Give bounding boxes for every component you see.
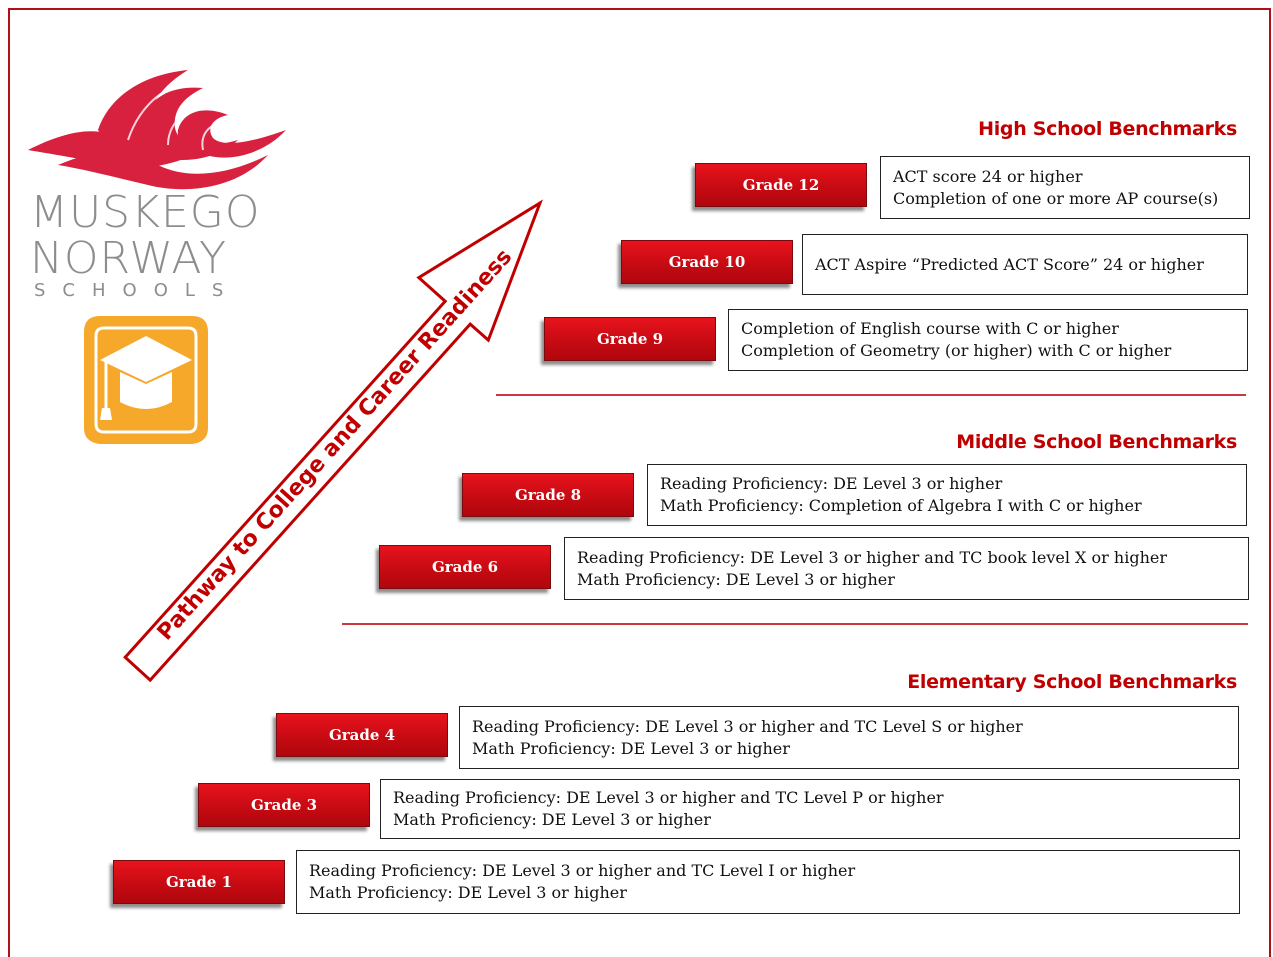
elementary-school-title: Elementary School Benchmarks bbox=[907, 671, 1237, 693]
grade-6-button[interactable]: Grade 6 bbox=[379, 545, 551, 589]
grade-9-benchmark: Completion of English course with C or h… bbox=[728, 309, 1248, 371]
benchmark-line: Reading Proficiency: DE Level 3 or highe… bbox=[309, 861, 856, 880]
grade-4-button[interactable]: Grade 4 bbox=[276, 713, 448, 757]
logo-line-schools: SCHOOLS bbox=[34, 280, 241, 301]
grade-8-benchmark: Reading Proficiency: DE Level 3 or highe… bbox=[647, 464, 1247, 526]
grade-10-button[interactable]: Grade 10 bbox=[621, 240, 793, 284]
grade-10-benchmark: ACT Aspire “Predicted ACT Score” 24 or h… bbox=[802, 234, 1248, 295]
logo-line-norway: NORWAY bbox=[30, 233, 227, 284]
benchmark-line: ACT Aspire “Predicted ACT Score” 24 or h… bbox=[815, 254, 1204, 274]
middle-elementary-divider bbox=[342, 623, 1248, 625]
high-school-title: High School Benchmarks bbox=[978, 118, 1237, 140]
grade-6-benchmark: Reading Proficiency: DE Level 3 or highe… bbox=[564, 537, 1249, 600]
grade-4-benchmark: Reading Proficiency: DE Level 3 or highe… bbox=[459, 706, 1239, 769]
benchmark-line: Math Proficiency: DE Level 3 or higher bbox=[309, 883, 627, 902]
grade-1-benchmark: Reading Proficiency: DE Level 3 or highe… bbox=[296, 850, 1240, 914]
grade-8-button[interactable]: Grade 8 bbox=[462, 473, 634, 517]
high-middle-divider bbox=[496, 394, 1246, 396]
middle-school-title: Middle School Benchmarks bbox=[956, 431, 1237, 453]
benchmark-line: Reading Proficiency: DE Level 3 or highe… bbox=[472, 716, 1023, 736]
wave-icon bbox=[28, 70, 286, 190]
grade-3-button[interactable]: Grade 3 bbox=[198, 783, 370, 827]
benchmark-line: Reading Proficiency: DE Level 3 or highe… bbox=[577, 547, 1167, 567]
benchmark-line: Reading Proficiency: DE Level 3 or highe… bbox=[660, 474, 1003, 493]
benchmark-line: Completion of one or more AP course(s) bbox=[893, 188, 1219, 208]
grade-12-button[interactable]: Grade 12 bbox=[695, 163, 867, 207]
benchmark-line: Completion of English course with C or h… bbox=[741, 319, 1119, 338]
benchmark-line: Math Proficiency: DE Level 3 or higher bbox=[472, 738, 790, 758]
benchmark-line: Math Proficiency: DE Level 3 or higher bbox=[577, 569, 895, 589]
page-frame bbox=[8, 8, 1271, 957]
school-logo-text: MUSKEGO NORWAY SCHOOLS bbox=[30, 187, 280, 302]
graduation-cap-icon bbox=[84, 316, 208, 444]
benchmark-line: Reading Proficiency: DE Level 3 or highe… bbox=[393, 788, 944, 807]
grade-12-benchmark: ACT score 24 or higher Completion of one… bbox=[880, 156, 1250, 219]
grade-9-button[interactable]: Grade 9 bbox=[544, 317, 716, 361]
benchmark-line: ACT score 24 or higher bbox=[893, 166, 1083, 186]
benchmark-line: Math Proficiency: Completion of Algebra … bbox=[660, 496, 1142, 515]
benchmark-line: Math Proficiency: DE Level 3 or higher bbox=[393, 810, 711, 829]
grade-3-benchmark: Reading Proficiency: DE Level 3 or highe… bbox=[380, 779, 1240, 839]
grade-1-button[interactable]: Grade 1 bbox=[113, 860, 285, 904]
logo-line-muskego: MUSKEGO bbox=[30, 187, 261, 238]
benchmark-line: Completion of Geometry (or higher) with … bbox=[741, 341, 1172, 360]
